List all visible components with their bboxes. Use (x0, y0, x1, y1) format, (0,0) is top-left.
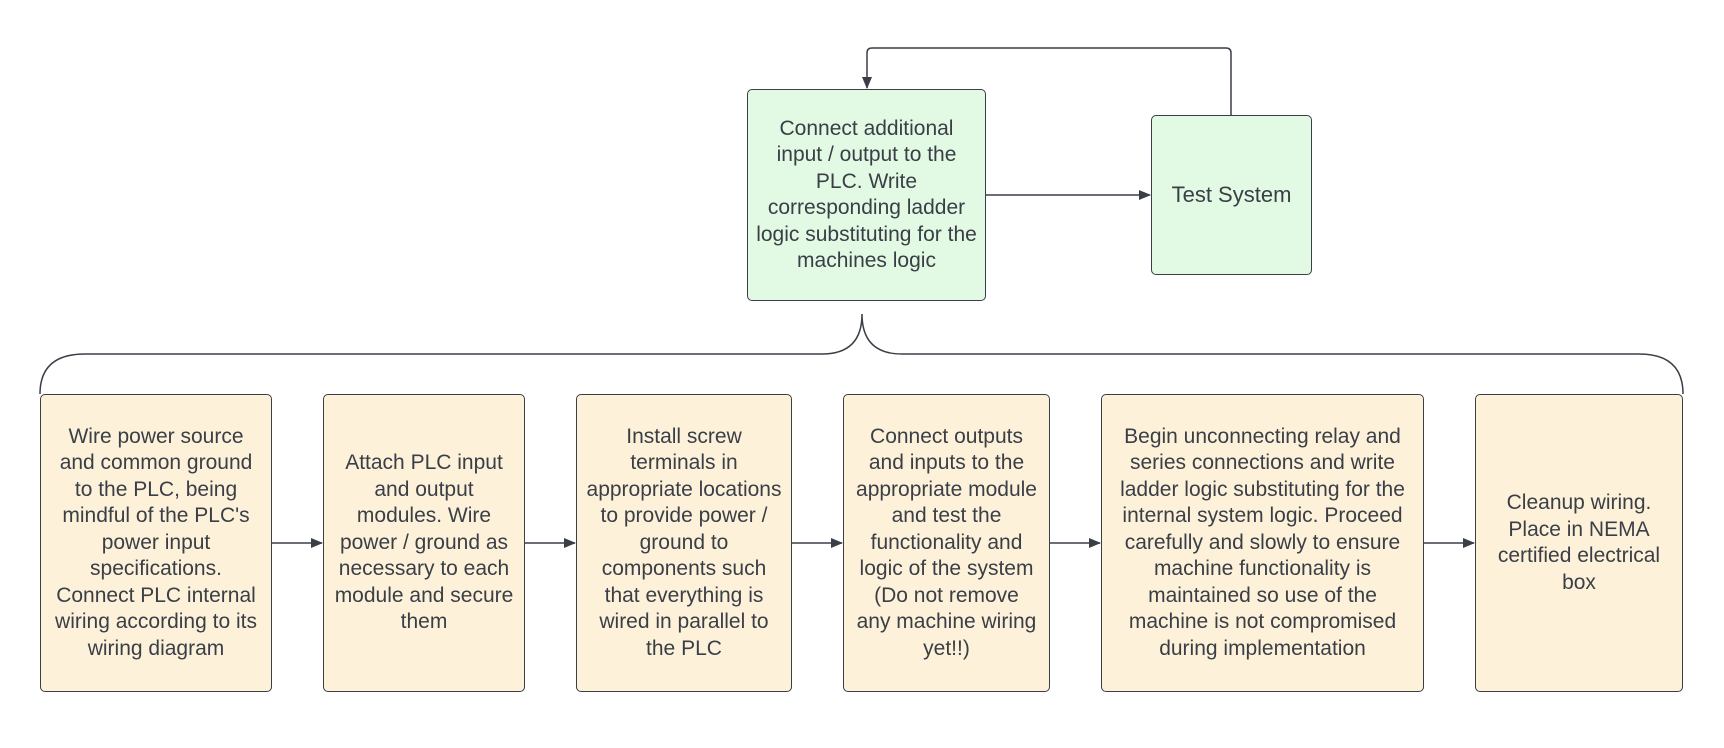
step-6-box: Cleanup wiring. Place in NEMA certified … (1475, 394, 1683, 692)
step-3-box: Install screw terminals in appropriate l… (576, 394, 792, 692)
step-4-box: Connect outputs and inputs to the approp… (843, 394, 1050, 692)
step-2-box: Attach PLC input and output modules. Wir… (323, 394, 525, 692)
connect-io-text: Connect additional input / output to the… (756, 116, 977, 273)
step-3-text: Install screw terminals in appropriate l… (586, 424, 782, 660)
step-2-text: Attach PLC input and output modules. Wir… (334, 451, 514, 634)
loop-back-arrow (862, 47, 1232, 115)
test-system-text: Test System (1171, 181, 1292, 207)
group-brace (39, 313, 1684, 395)
step-1-text: Wire power source and common ground to t… (55, 424, 257, 660)
step-4-text: Connect outputs and inputs to the approp… (856, 424, 1037, 660)
step-5-box: Begin unconnecting relay and series conn… (1101, 394, 1424, 692)
step-5-text: Begin unconnecting relay and series conn… (1120, 424, 1405, 660)
step-1-box: Wire power source and common ground to t… (40, 394, 272, 692)
connect-io-box: Connect additional input / output to the… (747, 89, 986, 301)
test-system-box: Test System (1151, 115, 1312, 275)
step-6-text: Cleanup wiring. Place in NEMA certified … (1497, 491, 1661, 594)
